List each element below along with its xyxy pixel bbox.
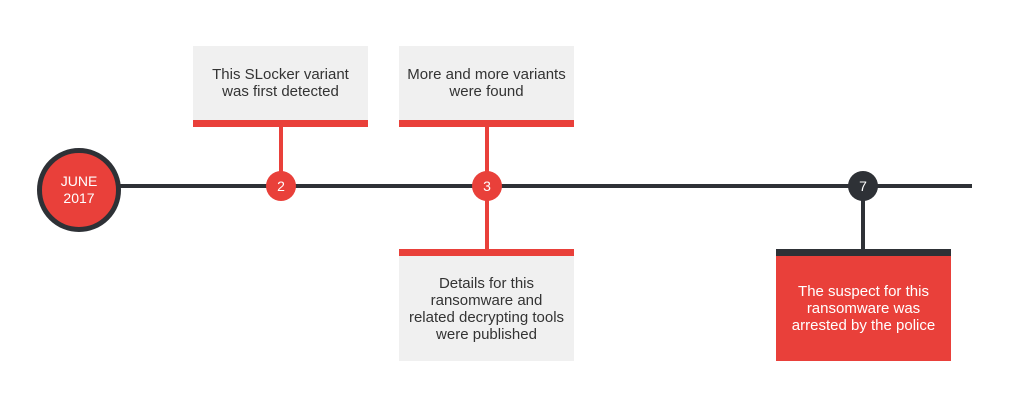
event-3-top-card: More and more variants were found	[399, 46, 574, 127]
event-3-top-stem	[485, 125, 489, 175]
event-2-stem	[279, 125, 283, 175]
timeline-start-marker: JUNE 2017	[37, 148, 121, 232]
start-month: JUNE	[60, 173, 98, 189]
event-3-marker: 3	[472, 171, 502, 201]
event-7-text: The suspect for this ransomware was arre…	[791, 283, 936, 334]
event-2-marker: 2	[266, 171, 296, 201]
event-3-bottom-text: Details for this ransomware and related …	[408, 274, 565, 343]
event-2-number: 2	[277, 178, 285, 194]
start-year: 2017	[63, 190, 95, 206]
event-2-text: This SLocker variant was first detected	[212, 66, 349, 100]
event-7-card: The suspect for this ransomware was arre…	[776, 249, 951, 361]
event-7-marker: 7	[848, 171, 878, 201]
event-2-card: This SLocker variant was first detected	[193, 46, 368, 127]
event-7-number: 7	[859, 178, 867, 194]
timeline-line	[115, 184, 972, 188]
event-3-number: 3	[483, 178, 491, 194]
event-3-top-text: More and more variants were found	[407, 66, 566, 100]
event-7-stem	[861, 200, 865, 250]
event-3-bottom-card: Details for this ransomware and related …	[399, 249, 574, 361]
event-3-bottom-stem	[485, 200, 489, 250]
